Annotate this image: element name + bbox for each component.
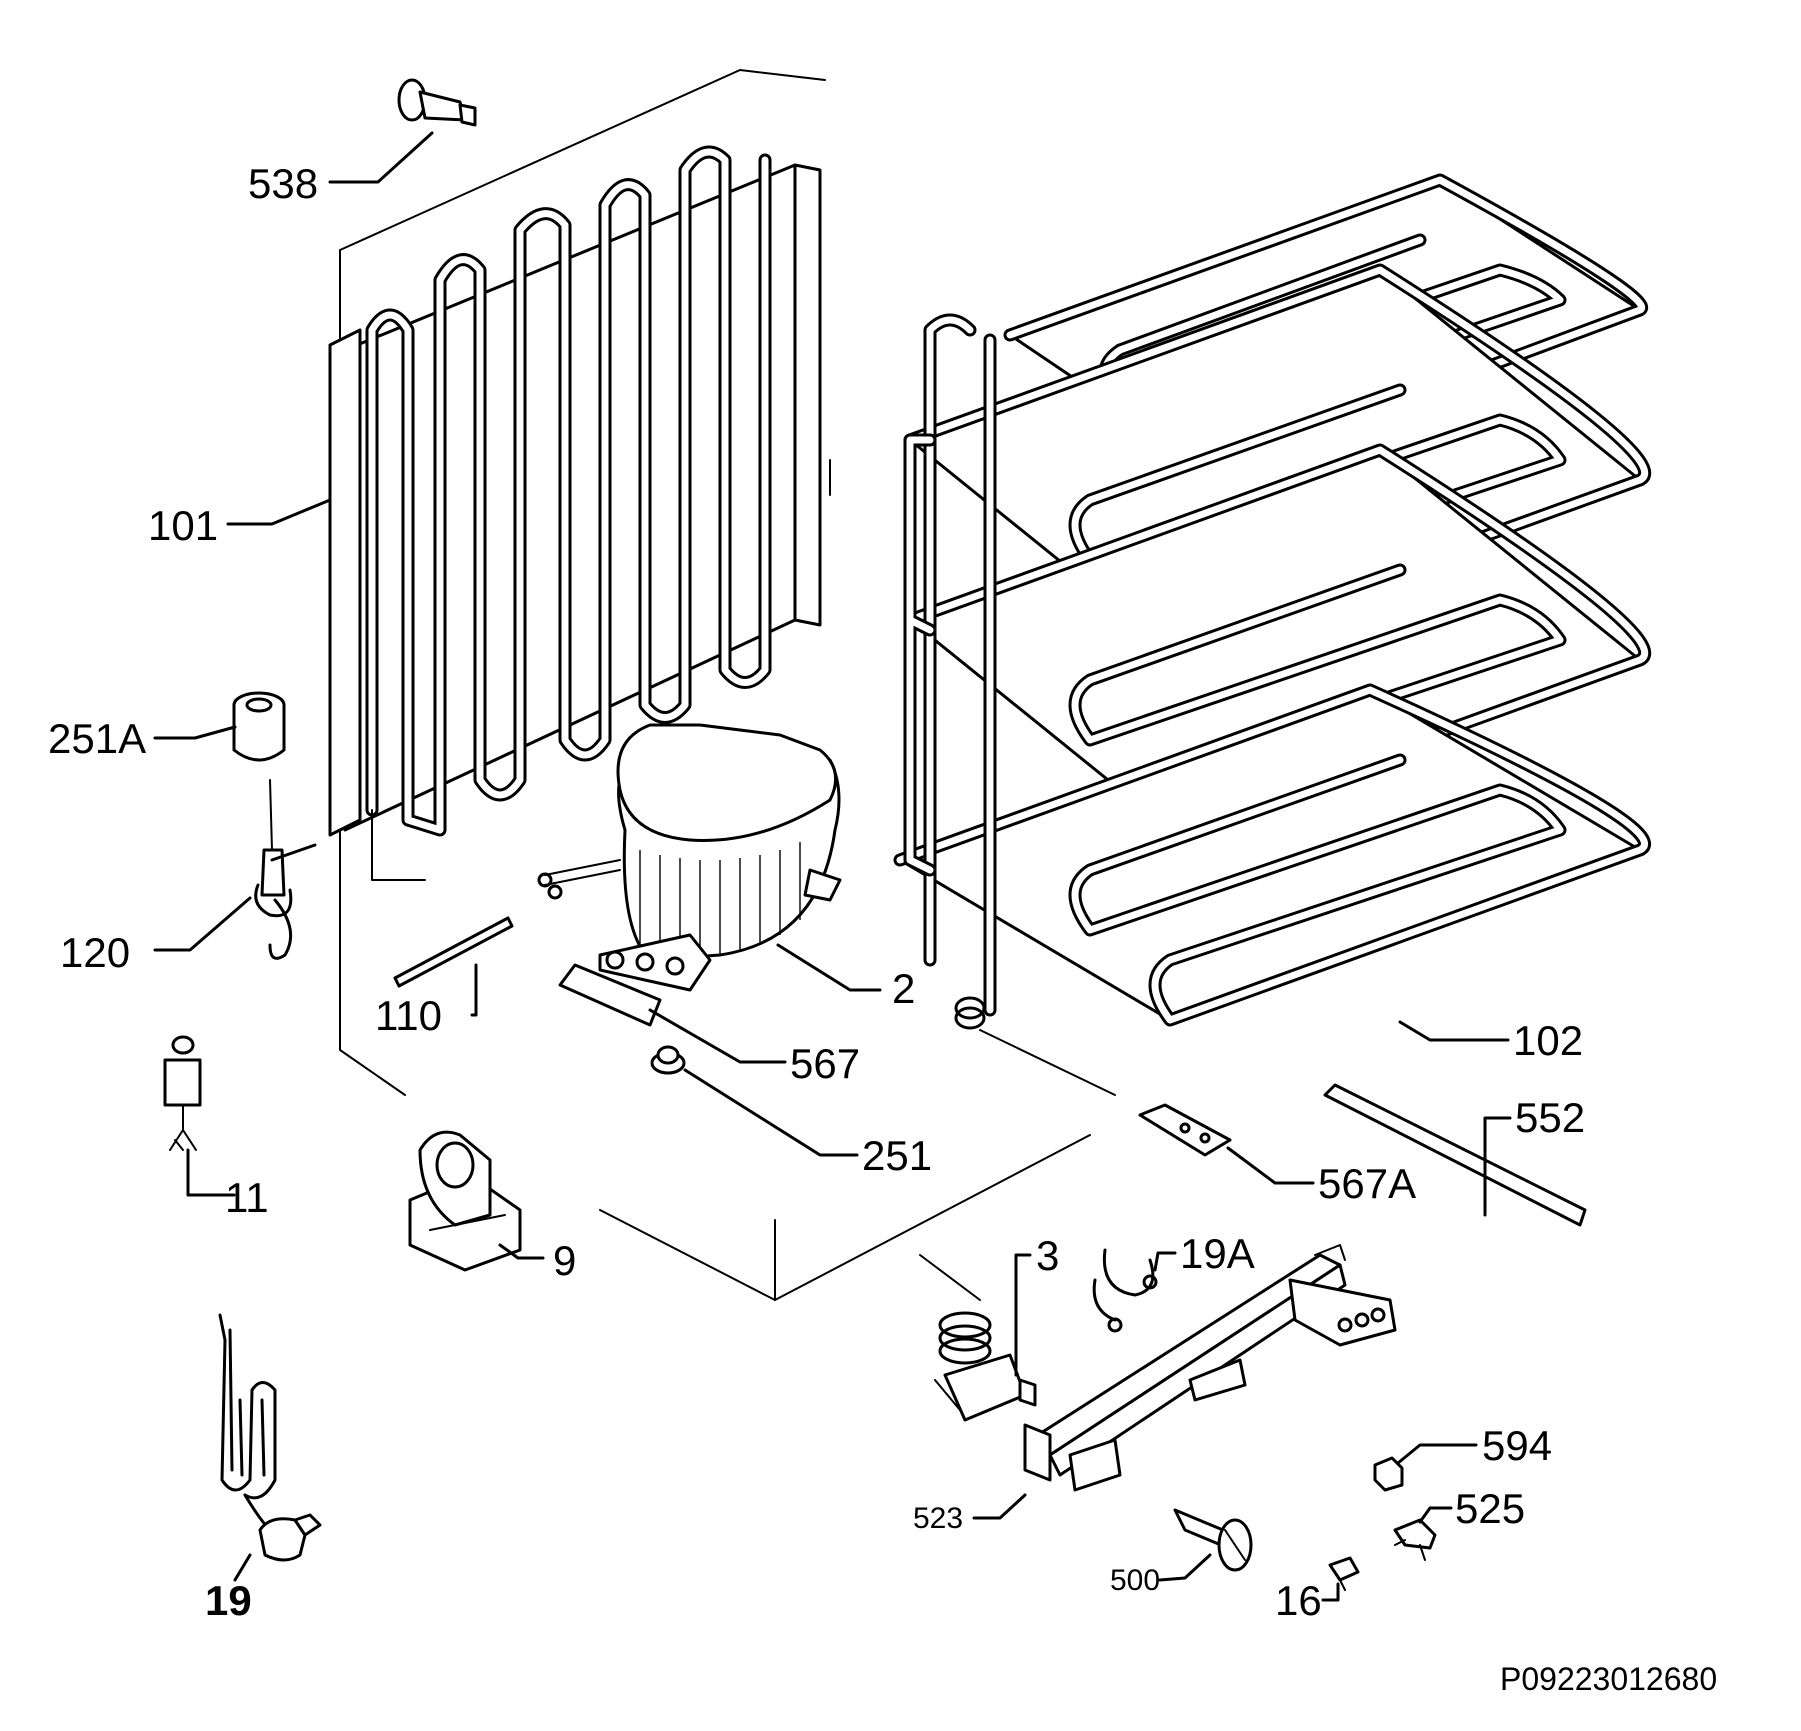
label-567a: 567A: [1318, 1160, 1416, 1207]
part-labels: 538 101 251A 120 110 2 567 251 11 9 102 …: [48, 160, 1585, 1624]
light-bar-523: [1023, 1244, 1397, 1492]
document-id: P09223012680: [1500, 1661, 1717, 1697]
relay-9: [408, 1130, 522, 1272]
compressor-stripes: [639, 842, 801, 955]
label-500: 500: [1110, 1564, 1160, 1597]
condenser-101: [328, 145, 822, 881]
thermostat-3: [919, 1254, 1037, 1422]
strip-552: [1323, 1083, 1587, 1227]
label-523: 523: [913, 1502, 963, 1535]
label-2: 2: [892, 965, 915, 1012]
label-594: 594: [1482, 1422, 1552, 1469]
drier-tube-110: [393, 916, 514, 988]
label-9: 9: [553, 1237, 576, 1284]
label-538: 538: [248, 160, 318, 207]
label-11: 11: [225, 1174, 269, 1221]
bracket-567a: [1138, 1103, 1232, 1157]
label-567: 567: [790, 1040, 860, 1087]
label-19a: 19A: [1180, 1230, 1255, 1277]
label-3: 3: [1036, 1232, 1059, 1279]
switch-16: [1328, 1556, 1360, 1591]
label-525: 525: [1455, 1485, 1525, 1532]
evaporator-side-frame: [903, 313, 997, 1017]
power-cord-19: [218, 1313, 322, 1562]
label-251a: 251A: [48, 715, 146, 762]
leader-lines: [153, 131, 1512, 1602]
label-552: 552: [1515, 1094, 1585, 1141]
evaporator-shelf: [893, 683, 1651, 1027]
knob-500: [1173, 1508, 1253, 1572]
label-19: 19: [205, 1577, 252, 1624]
sensor-120: [254, 779, 317, 960]
grommet-251a: [232, 691, 286, 762]
bracket-567: [558, 963, 662, 1027]
condenser-tube: [365, 145, 772, 837]
capillary-coil: [954, 996, 1116, 1096]
clip-538: [397, 78, 477, 127]
cable-19a: [1092, 1248, 1158, 1333]
label-102: 102: [1513, 1017, 1583, 1064]
label-101: 101: [148, 502, 218, 549]
label-110: 110: [375, 992, 442, 1039]
label-251: 251: [862, 1132, 932, 1179]
lamp-holder-525: [1393, 1518, 1437, 1561]
label-120: 120: [60, 929, 130, 976]
evaporator-102: [893, 173, 1652, 1096]
label-16: 16: [1275, 1577, 1322, 1624]
foot-251: [650, 1045, 686, 1075]
part-594: [1373, 1456, 1404, 1492]
part-11: [163, 1035, 202, 1151]
compressor-2: [537, 723, 842, 992]
